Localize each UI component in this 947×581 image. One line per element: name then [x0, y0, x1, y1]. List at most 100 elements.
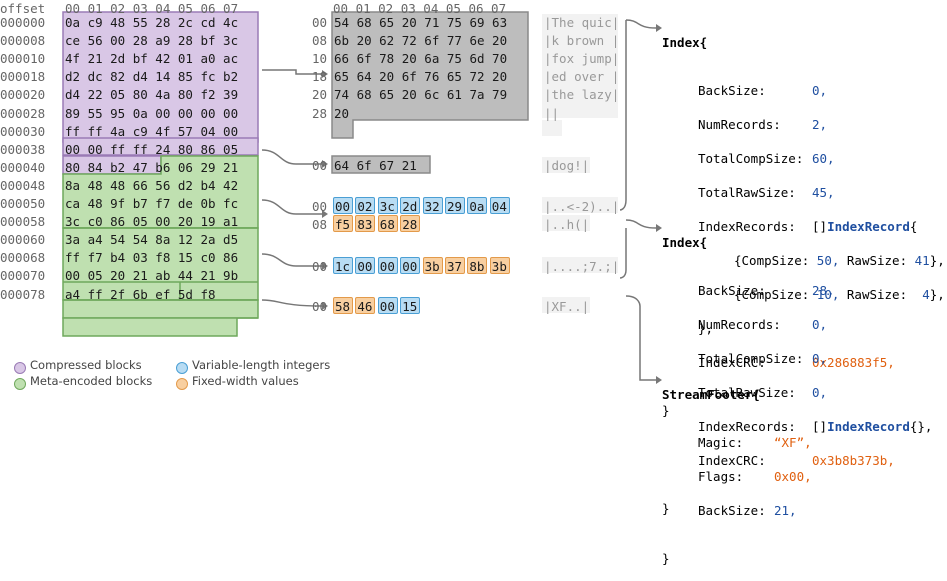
hex-row: ce 56 00 28 a9 28 bf 3c: [65, 33, 239, 49]
block4-offset: 00: [312, 259, 328, 274]
block1-hex-row: 54 68 65 20 71 75 69 63: [334, 15, 508, 30]
varint-byte: 32: [424, 199, 440, 214]
hex-row: 3a a4 54 54 8a 12 2a d5: [65, 232, 239, 248]
footer-flags-val: 0x00,: [774, 469, 812, 484]
mid-column-header: 00 01 02 03 04 05 06 07: [333, 1, 507, 16]
block1-ascii-row: |the lazy|: [544, 87, 620, 103]
diagram-shapes: [62, 11, 662, 384]
hex-row: 0a c9 48 55 28 2c cd 4c: [65, 15, 239, 30]
meta-region-3: [62, 299, 259, 319]
row-offset: 000010: [0, 51, 46, 67]
index2-records-type: IndexRecord: [827, 419, 910, 434]
rec2-rawsize-key: RawSize:: [846, 287, 908, 302]
varint-byte: 00: [357, 259, 373, 274]
block5-ascii: |XF..|: [544, 299, 590, 314]
left-column-header: 00 01 02 03 04 05 06 07: [65, 1, 239, 16]
decompressed-block-2: [331, 155, 431, 174]
fixed-byte: 46: [357, 299, 373, 314]
row-offset: 000048: [0, 177, 46, 193]
index1-crc-val: 0x286883f5,: [812, 355, 895, 370]
hex-row: a4 ff 2f 6b ef 5d f8: [65, 286, 216, 302]
hex-row: 3c c0 86 05 00 20 19 a1: [65, 214, 239, 230]
fixed-byte-box: [355, 215, 376, 232]
varint-byte-box: [355, 197, 376, 214]
row-offset: 000050: [0, 196, 46, 211]
footer-flags-key: Flags:: [698, 469, 744, 484]
rec2-compsize-key: {CompSize:: [734, 287, 810, 302]
block4-ascii: |....;7.;|: [544, 259, 620, 274]
footer-close: }: [662, 551, 670, 566]
meta-region-4: [62, 317, 258, 337]
index2-totalcomp-key: TotalCompSize:: [698, 351, 804, 366]
row-offset: 000058: [0, 214, 46, 230]
index1-numrecords-key: NumRecords:: [698, 117, 781, 132]
block1-offset: 08: [312, 33, 328, 49]
block2-offset: 00: [312, 158, 328, 173]
index2-totalraw-val: 0,: [812, 385, 828, 400]
block1-ascii-row: |The quic|: [544, 15, 620, 30]
varint-byte: 0a: [469, 199, 485, 214]
block1-hex-row: 20: [334, 105, 350, 121]
index1-totalraw-key: TotalRawSize:: [698, 185, 796, 200]
row-offset: 000020: [0, 87, 46, 103]
rec1-rawsize-val: 41: [914, 253, 930, 268]
varint-byte-box: [377, 257, 398, 274]
index2-crc-val: 0x3b8b373b,: [812, 453, 895, 468]
varint-byte: 2d: [402, 199, 418, 214]
fixed-byte-box: [377, 215, 398, 232]
block3-ascii-row: |..h(|: [544, 217, 590, 232]
fixed-byte: 8b: [469, 259, 485, 274]
block1-offset: 20: [312, 87, 328, 103]
hex-row: ca 48 9f b7 f7 de 0b fc: [65, 196, 239, 211]
footer-title: StreamFooter{: [662, 387, 760, 402]
hex-row: 89 55 95 0a 00 00 00 00: [65, 105, 239, 121]
rec2-end: },: [929, 287, 945, 302]
row-offset: 000078: [0, 286, 46, 302]
legend-varint-swatch: [176, 362, 188, 374]
hex-row: ff f7 b4 03 f8 15 c0 86: [65, 250, 239, 266]
compressed-region-2: [62, 137, 259, 156]
varint-byte: 15: [402, 299, 418, 314]
fixed-byte-box: [333, 215, 353, 232]
fixed-byte: f5: [335, 217, 351, 232]
legend-fixed-swatch: [176, 378, 188, 390]
block2-hex: 64 6f 67 21: [334, 158, 417, 173]
varint-byte: 00: [402, 259, 418, 274]
index2-records-key: IndexRecords:: [698, 419, 796, 434]
block5-offset: 00: [312, 299, 328, 314]
index2-backsize-val: 28,: [812, 283, 835, 298]
varint-byte-box: [489, 197, 510, 214]
rec1-rawsize-key: RawSize:: [846, 253, 908, 268]
row-offset: 000040: [0, 159, 46, 175]
fixed-byte: 3b: [491, 259, 507, 274]
footer-backsize-val: 21,: [774, 503, 797, 518]
fixed-byte: 68: [379, 217, 395, 232]
block1-ascii-row: |k brown |: [544, 33, 620, 49]
hex-row: 00 05 20 21 ab 44 21 9b: [65, 268, 239, 284]
varint-byte-box: [467, 197, 488, 214]
hex-row: 4f 21 2d bf 42 01 a0 ac: [65, 51, 239, 67]
rec2-rawsize-val: 4: [922, 287, 930, 302]
block1-hex-row: 74 68 65 20 6c 61 7a 79: [334, 87, 508, 103]
row-offset: 000060: [0, 232, 46, 248]
index2-backsize-key: BackSize:: [698, 283, 766, 298]
legend-compressed-label: Compressed blocks: [30, 358, 142, 372]
varint-byte-box: [400, 197, 421, 214]
varint-byte: 04: [491, 199, 507, 214]
varint-byte: 1c: [335, 259, 351, 274]
index2-numrecords-key: NumRecords:: [698, 317, 781, 332]
varint-byte: 29: [447, 199, 463, 214]
fixed-byte: 83: [357, 217, 373, 232]
block3-offset: 00: [312, 199, 328, 214]
index2-totalraw-key: TotalRawSize:: [698, 385, 796, 400]
index2-totalcomp-val: 0,: [812, 351, 828, 366]
rec1-compsize-val: 50,: [816, 253, 840, 268]
hex-row: d2 dc 82 d4 14 85 fc b2: [65, 69, 239, 85]
fixed-byte: 28: [402, 217, 418, 232]
block1-ascii-row: ||: [544, 105, 560, 121]
varint-byte: 02: [357, 199, 373, 214]
fixed-byte-box: [489, 257, 510, 274]
fixed-byte-box: [400, 215, 421, 232]
row-offset: 000008: [0, 33, 46, 49]
index1-records-key: IndexRecords:: [698, 219, 796, 234]
